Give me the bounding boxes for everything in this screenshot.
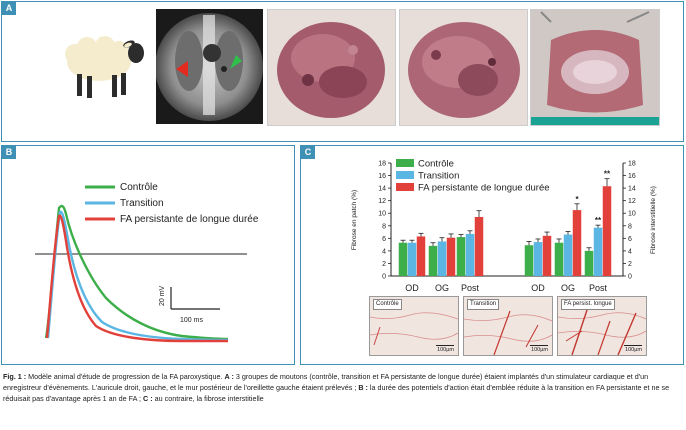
y-tick-label-left: 2 (382, 261, 386, 268)
significance-mark: * (575, 195, 579, 204)
bar (563, 234, 573, 276)
legend-swatch (396, 183, 414, 191)
caption-text-a: 3 groupes de moutons (contrôle, transiti… (3, 372, 649, 393)
x-tick-label: OG (561, 283, 575, 293)
y-tick-label-right: 0 (628, 274, 632, 281)
y-tick-label-left: 4 (382, 248, 386, 255)
panel-b-tag: B (2, 146, 16, 159)
bar (446, 237, 456, 276)
bar (416, 236, 426, 276)
caption-text-c: au contraire, la fibrose interstitielle (152, 394, 264, 404)
scale-label-mv: 20 mV (159, 285, 166, 306)
bar (584, 250, 594, 276)
panel-a-tag: A (2, 2, 16, 15)
bar (456, 237, 466, 276)
histology-scale-bar (436, 344, 454, 346)
x-tick-label: Post (589, 283, 608, 293)
x-tick-label: OD (531, 283, 545, 293)
y-tick-label-left: 14 (378, 186, 386, 193)
y-tick-label-right: 6 (628, 236, 632, 243)
bar (524, 245, 534, 276)
tissue-photo-left (399, 9, 528, 126)
bar (572, 210, 582, 276)
y-tick-label-right: 8 (628, 223, 632, 230)
panel-b: B Contrôle Transition FA persistante de … (1, 145, 295, 365)
y-tick-label-right: 12 (628, 198, 636, 205)
legend-label: FA persistante de longue durée (418, 183, 550, 194)
histology-transition: Transition 100µm (463, 296, 553, 356)
histology-control: Contrôle 100µm (369, 296, 459, 356)
figure-caption: Fig. 1 : Modèle animal d'étude de progre… (3, 371, 683, 405)
histology-scale-label: 100µm (531, 347, 548, 353)
y-tick-label-right: 16 (628, 173, 636, 180)
action-potential-plot: Contrôle Transition FA persistante de lo… (35, 182, 259, 343)
y-tick-label-right: 2 (628, 261, 632, 268)
caption-prefix: Fig. 1 : (3, 372, 27, 381)
y-tick-label-left: 16 (378, 173, 386, 180)
y-tick-label-right: 10 (628, 211, 636, 218)
bar (533, 242, 543, 276)
histology-scale-label: 100µm (437, 347, 454, 353)
y-tick-label-left: 10 (378, 211, 386, 218)
y-tick-label-left: 6 (382, 236, 386, 243)
bar (398, 242, 408, 276)
bar (407, 242, 417, 276)
trace-persistent (45, 214, 228, 343)
tissue-photo-posterior (530, 9, 660, 126)
bar (437, 241, 447, 276)
histology-scale-bar (624, 344, 642, 346)
legend-label-control: Contrôle (120, 182, 158, 193)
caption-key-b: B : (358, 383, 368, 393)
y-tick-label-left: 8 (382, 223, 386, 230)
histology-label: FA persist. longue (561, 299, 615, 310)
panel-c-tag: C (301, 146, 315, 159)
caption-key-c: C : (143, 394, 153, 404)
bar (593, 227, 603, 276)
y-tick-label-left: 12 (378, 198, 386, 205)
y-tick-label-right: 14 (628, 186, 636, 193)
scale-label-ms: 100 ms (180, 317, 203, 324)
caption-text-intro: Modèle animal d'étude de progression de … (26, 372, 225, 381)
bar (474, 216, 484, 276)
bar (602, 186, 612, 276)
histology-scale-label: 100µm (625, 347, 642, 353)
tissue-photo-right (267, 9, 396, 126)
y-tick-label-left: 18 (378, 161, 386, 168)
x-tick-label: OD (405, 283, 419, 293)
legend-label: Contrôle (418, 159, 454, 170)
legend-label: Transition (418, 171, 459, 182)
red-arrow-icon (176, 61, 188, 77)
legend-swatch (396, 159, 414, 167)
histology-label: Transition (467, 299, 500, 310)
histology-persistent: FA persist. longue 100µm (557, 296, 647, 356)
green-arrow-icon (230, 55, 242, 69)
significance-mark: ** (604, 170, 611, 179)
caption-text-b: la durée des potentiels d'action était d… (3, 383, 670, 404)
histology-scale-bar (530, 344, 548, 346)
y-axis-label-left: Fibrose en patch (%) (351, 190, 358, 250)
legend-label-persistent: FA persistante de longue durée (120, 214, 259, 225)
significance-mark: ** (595, 216, 602, 225)
bar (428, 245, 438, 276)
xray-image (156, 9, 263, 124)
y-axis-label-right: Fibrose interstitielle (%) (650, 186, 657, 254)
y-tick-label-right: 4 (628, 248, 632, 255)
legend-swatch (396, 171, 414, 179)
x-tick-label: OG (435, 283, 449, 293)
bar (542, 235, 552, 276)
panel-a: A (1, 1, 684, 142)
y-tick-label-right: 18 (628, 161, 636, 168)
y-tick-label-left: 0 (382, 274, 386, 281)
x-tick-label: Post (461, 283, 480, 293)
bar (554, 242, 564, 276)
caption-key-a: A : (224, 372, 234, 381)
histology-label: Contrôle (373, 299, 402, 310)
bar (465, 233, 475, 276)
sheep-illustration (65, 36, 144, 98)
legend-label-transition: Transition (120, 198, 164, 209)
